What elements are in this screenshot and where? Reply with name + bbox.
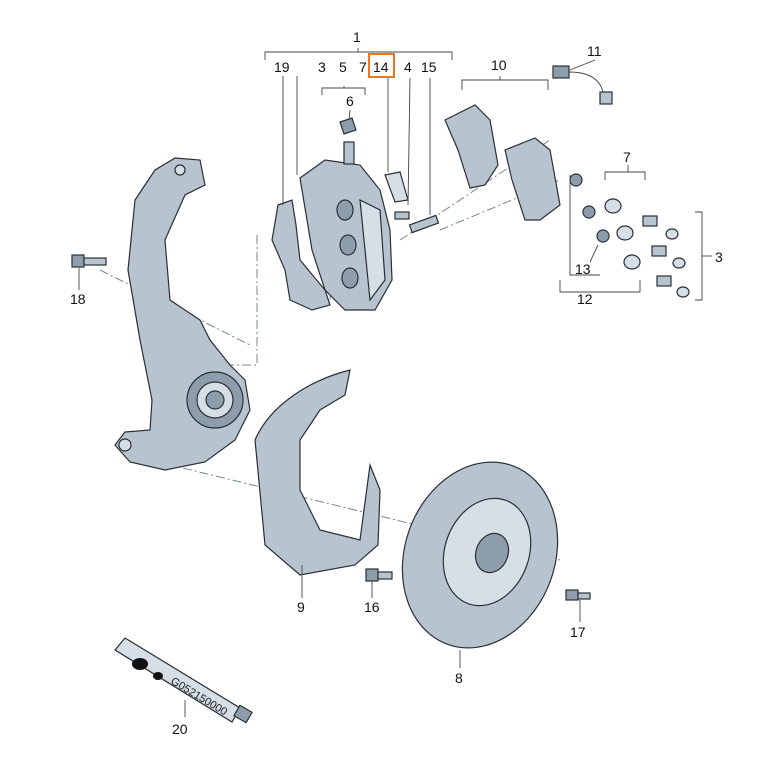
label-16: 16 (364, 599, 380, 615)
spring-clip (384, 171, 409, 203)
label-19: 19 (274, 59, 290, 75)
label-1: 1 (353, 29, 361, 45)
label-18: 18 (70, 291, 86, 307)
label-5: 5 (339, 59, 347, 75)
bolt-16 (365, 568, 393, 582)
label-12: 12 (577, 291, 593, 307)
brake-pads (444, 104, 561, 221)
brake-disc (401, 461, 559, 649)
label-3b: 3 (715, 249, 723, 265)
label-3a: 3 (318, 59, 326, 75)
label-20: 20 (172, 721, 188, 737)
bolts-4-15 (394, 211, 440, 234)
bolt-18 (71, 254, 107, 268)
bleeder-valve (339, 117, 357, 165)
brake-carrier (271, 199, 331, 311)
splash-shield (254, 369, 381, 576)
wear-sensor (552, 65, 613, 105)
callout-labels: 1 19 3 5 7 14 4 15 10 11 6 7 3 13 12 18 … (70, 29, 723, 737)
highlight-box (368, 53, 395, 78)
seals-and-bushings (569, 173, 690, 298)
label-15: 15 (421, 59, 437, 75)
leader-lines (78, 48, 712, 717)
label-11: 11 (587, 43, 602, 59)
screw-17 (565, 589, 591, 601)
label-14: 14 (373, 59, 389, 75)
label-10: 10 (491, 57, 507, 73)
label-4: 4 (404, 59, 412, 75)
label-17: 17 (570, 624, 586, 640)
label-9: 9 (297, 599, 305, 615)
label-13: 13 (575, 261, 591, 277)
label-7a: 7 (359, 59, 367, 75)
label-8: 8 (455, 670, 463, 686)
grease-tube: G052150000 (114, 637, 253, 724)
label-6: 6 (346, 93, 354, 109)
label-7b: 7 (623, 149, 631, 165)
steering-knuckle (114, 157, 251, 471)
